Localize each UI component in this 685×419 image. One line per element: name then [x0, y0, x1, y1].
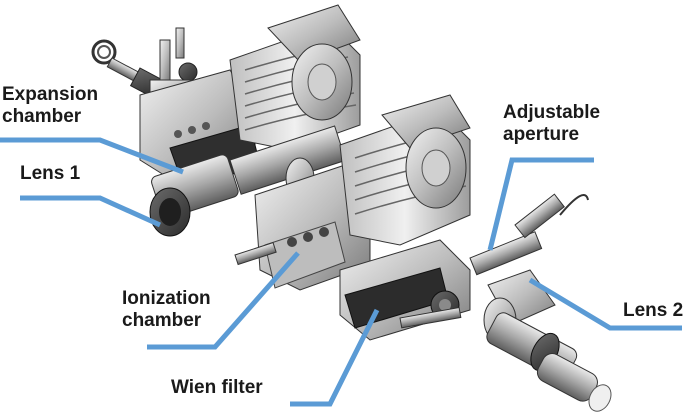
label-expansion-line-1: Expansion [2, 84, 99, 105]
label-ionization-line-2: chamber [122, 310, 202, 331]
label-expansion-chamber: Expansion chamber [2, 84, 98, 128]
label-adjustable-line-2: aperture [503, 124, 580, 145]
lower-turbo-pump [339, 94, 471, 246]
label-adjustable-line-1: Adjustable [503, 102, 601, 123]
label-expansion-line-2: chamber [2, 106, 82, 127]
leader-lens-2 [528, 277, 682, 331]
leader-wien-filter [290, 308, 380, 407]
label-ionization-line-1: Ionization [122, 288, 211, 309]
label-wien-filter: Wien filter [171, 377, 263, 398]
leader-ionization-chamber [147, 251, 300, 350]
label-lens-1: Lens 1 [20, 163, 81, 184]
leader-expansion-chamber [0, 137, 184, 175]
label-ionization-chamber: Ionization chamber [122, 288, 211, 332]
label-adjustable-aperture: Adjustable aperture [503, 102, 600, 146]
upper-turbo-pump [229, 4, 361, 151]
leader-adjustable-aperture [487, 157, 594, 251]
leader-lens-1 [20, 195, 162, 228]
leader-lines [0, 137, 682, 407]
label-lens-2: Lens 2 [623, 300, 684, 321]
